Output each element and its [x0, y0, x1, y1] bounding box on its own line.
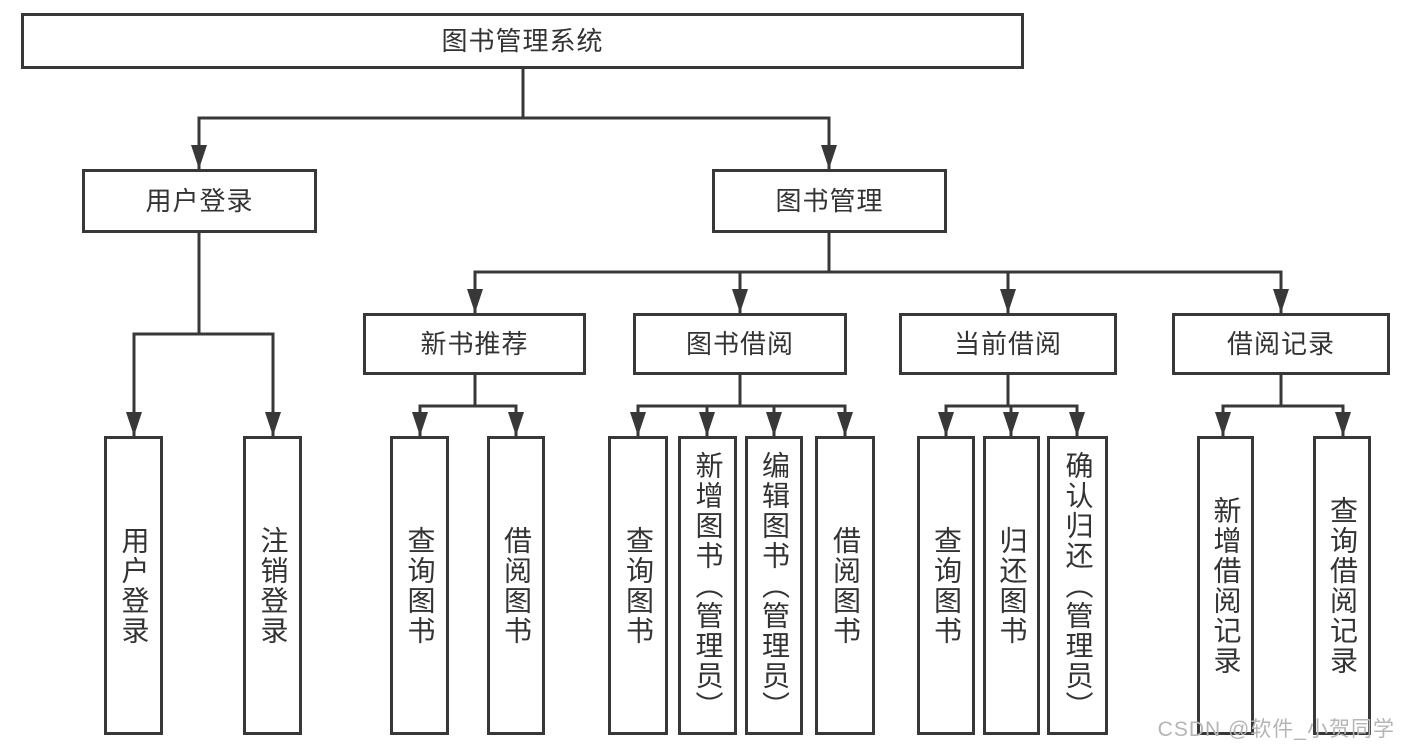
leaf-borrowing-query-books: 查询图书 [608, 436, 668, 735]
csdn-watermark: CSDN @软件_小贺同学 [1157, 718, 1395, 741]
leaf-borrowing-borrow-books: 借阅图书 [815, 436, 875, 735]
node-book-management: 图书管理 [712, 169, 947, 233]
leaf-query-borrow-record: 查询借阅记录 [1313, 436, 1371, 735]
leaf-add-books-admin: 新增图书（管理员） [678, 436, 737, 735]
node-new-book-recommendation: 新书推荐 [363, 313, 586, 375]
node-user-login: 用户登录 [82, 169, 317, 233]
leaf-user-login: 用户登录 [104, 436, 163, 735]
leaf-add-borrow-record: 新增借阅记录 [1197, 436, 1254, 735]
node-current-borrowing: 当前借阅 [899, 313, 1117, 375]
leaf-return-books: 归还图书 [983, 436, 1040, 735]
leaf-confirm-return-admin: 确认归还（管理员） [1047, 436, 1108, 735]
leaf-recommend-query-books: 查询图书 [390, 436, 449, 735]
leaf-logout: 注销登录 [243, 436, 302, 735]
leaf-recommend-borrow-books: 借阅图书 [487, 436, 545, 735]
leaf-current-query-books: 查询图书 [917, 436, 975, 735]
leaf-edit-books-admin: 编辑图书（管理员） [745, 436, 803, 735]
node-borrowing-records: 借阅记录 [1172, 313, 1390, 375]
node-book-borrowing: 图书借阅 [633, 313, 847, 375]
node-library-management-system: 图书管理系统 [21, 13, 1024, 69]
